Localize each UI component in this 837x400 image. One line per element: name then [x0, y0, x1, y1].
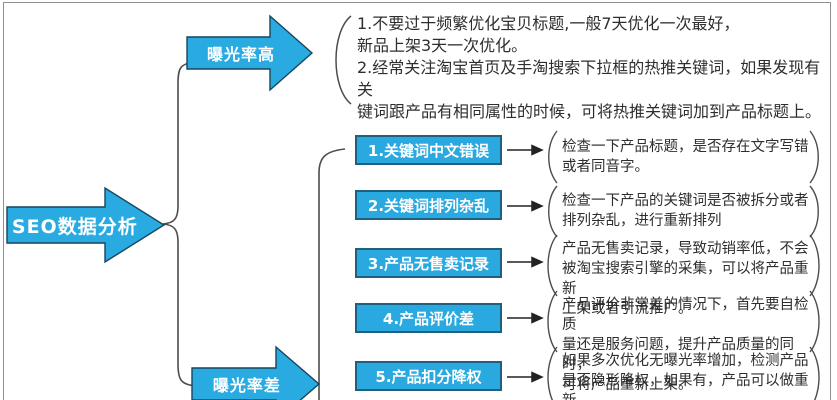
issue-box-3: 3.产品无售卖记录: [355, 248, 502, 278]
top-note-left-paren: [335, 15, 352, 105]
high-branch-note: 1.不要过于频繁优化宝贝标题,一般7天优化一次最好， 新品上架3天一次优化。 2…: [357, 14, 822, 121]
issues-brace: [318, 148, 346, 400]
issue-note-5: 如果多次优化无曝光率增加，检测产品 是否隐形降权，如果有，产品可以做重新 上架处…: [562, 353, 809, 400]
issue-box-5: 5.产品扣分降权: [355, 361, 502, 391]
branch-high-arrow-shape: [186, 14, 314, 92]
branch-high-arrow: 曝光率高: [186, 13, 314, 93]
note1-left-paren: [548, 130, 558, 184]
note3-left-paren: [547, 234, 558, 297]
issue-box-4: 4.产品评价差: [355, 303, 502, 333]
root-arrow-shape: [6, 186, 166, 264]
note2-right-paren: [809, 185, 819, 238]
root-arrow-label: SEO数据分析: [11, 215, 138, 238]
branch-high-label: 曝光率高: [207, 45, 276, 64]
note5-right-paren: [809, 346, 820, 400]
note4-left-paren: [547, 290, 558, 353]
issue-box-1: 1.关键词中文错误: [355, 135, 502, 165]
note4-right-paren: [809, 290, 820, 353]
root-arrow: SEO数据分析: [6, 186, 166, 264]
note5-left-paren: [547, 346, 558, 400]
root-brace: [162, 61, 198, 387]
connector-arrow-icon: [507, 144, 544, 383]
issue-note-2: 检查一下产品的关键词是否被拆分或者 排列杂乱，进行重新排列: [562, 193, 809, 229]
note1-right-paren: [809, 130, 819, 184]
branch-low-label: 曝光率差: [212, 376, 281, 395]
branch-low-arrow-shape: [191, 345, 321, 400]
issue-box-2: 2.关键词排列杂乱: [355, 190, 502, 220]
issue-note-3: 产品无售卖记录，导致动销率低，不会 被淘宝搜索引擎的采集，可以将产品重新 上架或…: [562, 241, 809, 317]
issue-note-4: 产品评价非常差的情况下，首先要自检质 量还是服务问题，提升产品质量的同时， 可将…: [562, 297, 809, 393]
branch-low-arrow: 曝光率差: [191, 344, 321, 400]
note2-left-paren: [548, 185, 558, 238]
note3-right-paren: [809, 234, 820, 297]
issue-note-1: 检查一下产品标题，是否存在文字写错 或者同音字。: [562, 139, 809, 175]
